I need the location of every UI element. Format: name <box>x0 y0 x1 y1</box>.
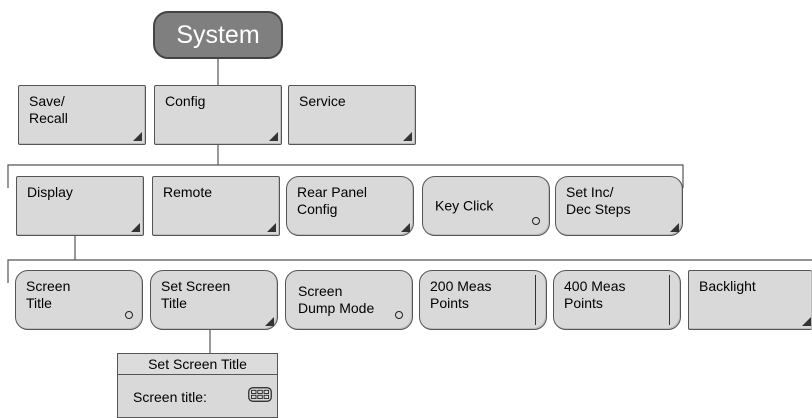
key-click-label: Key Click <box>435 197 494 214</box>
key-click-softkey[interactable]: Key Click <box>422 176 550 236</box>
screen-title-label: Screen Title <box>26 278 71 311</box>
submenu-arrow-icon <box>670 223 679 232</box>
display-softkey[interactable]: Display <box>16 176 144 236</box>
save-recall-label: Save/ Recall <box>29 93 68 126</box>
submenu-arrow-icon <box>403 132 412 141</box>
backlight-softkey[interactable]: Backlight <box>688 270 812 330</box>
system-root-label: System <box>176 21 260 49</box>
dialog-title: Set Screen Title <box>118 354 277 375</box>
200-meas-points-softkey[interactable]: 200 Meas Points <box>419 270 547 330</box>
selector-bar-icon <box>535 275 536 325</box>
submenu-arrow-icon <box>133 132 142 141</box>
toggle-indicator-icon <box>532 217 540 225</box>
config-softkey[interactable]: Config <box>154 85 282 145</box>
400-meas-points-softkey[interactable]: 400 Meas Points <box>553 270 681 330</box>
backlight-label: Backlight <box>699 278 756 294</box>
set-inc-dec-steps-label: Set Inc/ Dec Steps <box>566 184 631 217</box>
config-label: Config <box>165 93 206 109</box>
display-label: Display <box>27 184 73 200</box>
set-inc-dec-steps-softkey[interactable]: Set Inc/ Dec Steps <box>555 176 683 236</box>
remote-softkey[interactable]: Remote <box>152 176 280 236</box>
set-screen-title-softkey[interactable]: Set Screen Title <box>150 270 278 330</box>
submenu-arrow-icon <box>267 223 276 232</box>
save-recall-softkey[interactable]: Save/ Recall <box>18 85 146 145</box>
screen-dump-mode-label: Screen Dump Mode <box>298 283 375 316</box>
submenu-arrow-icon <box>131 223 140 232</box>
toggle-indicator-icon <box>395 311 403 319</box>
screen-dump-mode-softkey[interactable]: Screen Dump Mode <box>285 270 413 330</box>
set-screen-title-label: Set Screen Title <box>161 278 231 311</box>
200-meas-points-label: 200 Meas Points <box>430 278 492 311</box>
submenu-arrow-icon <box>401 223 410 232</box>
400-meas-points-label: 400 Meas Points <box>564 278 626 311</box>
selector-bar-icon <box>669 275 670 325</box>
set-screen-title-dialog: Set Screen Title Screen title: <box>117 353 278 418</box>
service-softkey[interactable]: Service <box>288 85 416 145</box>
keyboard-icon[interactable] <box>248 387 272 402</box>
rear-panel-config-softkey[interactable]: Rear Panel Config <box>286 176 414 236</box>
system-root-button[interactable]: System <box>153 11 283 59</box>
submenu-arrow-icon <box>265 317 274 326</box>
screen-title-field-label: Screen title: <box>133 389 207 405</box>
screen-title-softkey[interactable]: Screen Title <box>15 270 143 330</box>
rear-panel-config-label: Rear Panel Config <box>297 184 368 217</box>
remote-label: Remote <box>163 184 213 200</box>
submenu-arrow-icon <box>802 317 811 326</box>
service-label: Service <box>299 93 346 109</box>
toggle-indicator-icon <box>125 311 133 319</box>
submenu-arrow-icon <box>269 132 278 141</box>
